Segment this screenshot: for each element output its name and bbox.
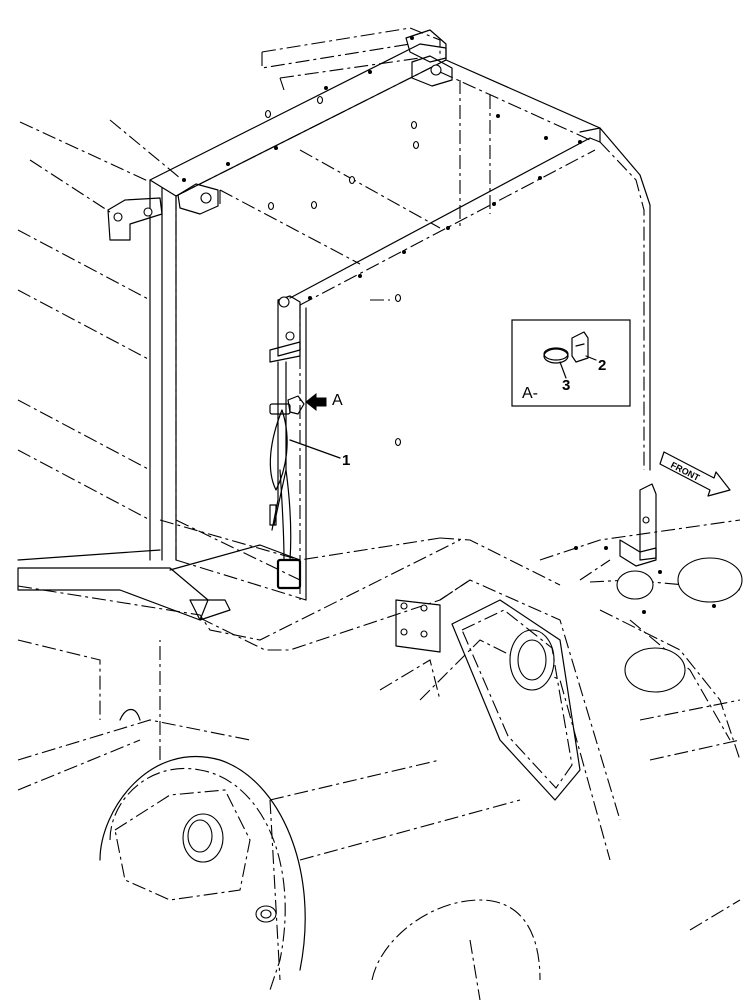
callout-2: 2 — [598, 357, 606, 374]
detail-view-a: 2 3 A- — [511, 319, 631, 407]
detail-view-frame — [511, 319, 631, 407]
sensor-cable — [269, 361, 327, 590]
callout-3: 3 — [562, 377, 570, 394]
detail-view-label: A- — [522, 385, 538, 402]
view-arrow-label: A — [332, 392, 343, 409]
clip-part — [571, 331, 589, 363]
panel-holes — [182, 36, 582, 447]
front-direction-arrow: FRONT — [659, 451, 731, 497]
tank-body — [175, 80, 491, 601]
top-frame-structure — [17, 27, 651, 561]
callout-1: 1 — [342, 452, 350, 469]
boom-body — [17, 483, 743, 1000]
callouts: 1 A — [289, 392, 350, 469]
